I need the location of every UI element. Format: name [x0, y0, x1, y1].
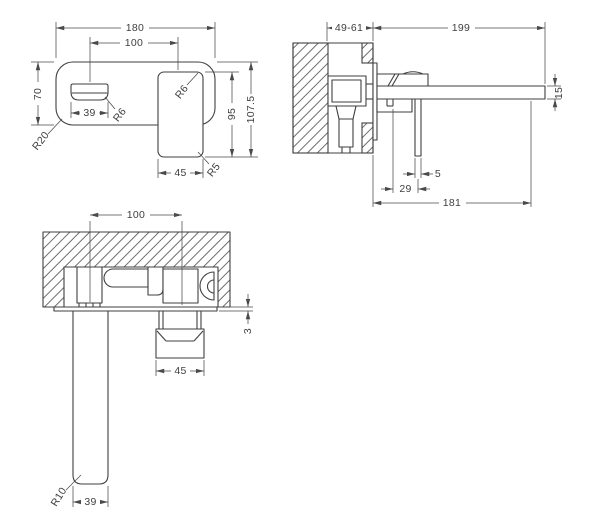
dim-plan-handle-width: 45	[174, 365, 186, 377]
dim-plan-spout-radius: R10	[49, 485, 70, 508]
dim-front-handle-bottom-radius: R5	[205, 161, 223, 179]
dim-side-lever-offset: 29	[399, 183, 411, 195]
front-view-geometry	[55, 61, 216, 158]
dim-side-lever-thickness: 5	[435, 168, 441, 180]
dim-plan-spout-width: 39	[84, 496, 96, 508]
side-view-geometry	[292, 42, 546, 157]
dim-front-spout-width: 39	[83, 107, 95, 119]
dim-front-spout-radius: R6	[111, 106, 129, 124]
dim-front-plate-height: 70	[32, 88, 44, 100]
front-view: 180 100 70 39 R6 R20	[30, 22, 258, 179]
dim-front-centres: 100	[125, 37, 143, 49]
dim-plan-centres: 100	[127, 209, 145, 221]
dim-side-wall-depth: 49-61	[335, 22, 363, 34]
side-view: 49-61 199 15 5 29	[292, 22, 565, 209]
side-view-dimensions: 49-61 199 15 5 29	[326, 22, 565, 209]
dim-front-overall-height: 107.5	[245, 96, 257, 124]
dim-side-projection: 199	[452, 22, 470, 34]
dim-front-handle-height: 95	[226, 108, 238, 120]
plan-view-geometry	[42, 231, 231, 485]
front-view-dimensions: 180 100 70 39 R6 R20	[30, 22, 258, 179]
dim-side-reach: 181	[443, 197, 461, 209]
dim-side-spout-height: 15	[553, 87, 565, 99]
dim-plan-plate-thickness: 3	[242, 328, 254, 334]
dim-front-handle-width: 45	[174, 167, 186, 179]
dim-front-overall-width: 180	[126, 22, 144, 34]
plan-view: 100 3 45 39 R10	[42, 209, 254, 509]
